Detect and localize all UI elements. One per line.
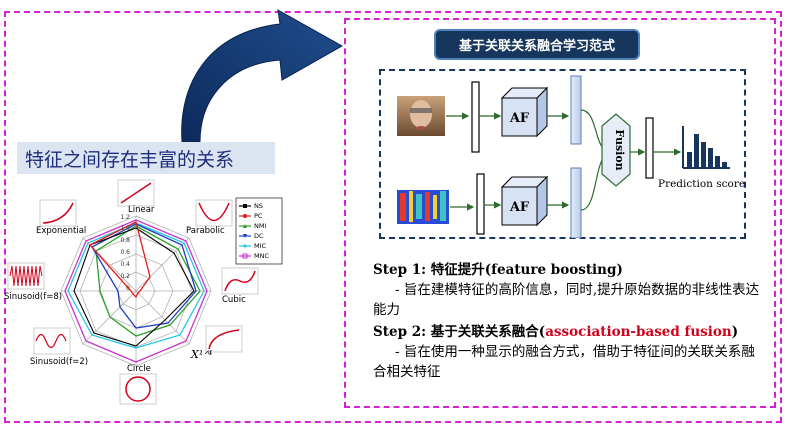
thumb-sinusoid-f8 bbox=[7, 262, 45, 290]
architecture-box bbox=[379, 69, 746, 239]
af-block-2: AF bbox=[500, 175, 549, 227]
svg-text:0.4: 0.4 bbox=[120, 261, 130, 268]
curved-arrow bbox=[181, 9, 344, 143]
architecture-diagram: AF AF Fusion Prediction score bbox=[397, 75, 745, 238]
svg-text:NS: NS bbox=[254, 202, 263, 210]
label-exponential: Exponential bbox=[36, 226, 86, 236]
svg-text:NMI: NMI bbox=[254, 222, 266, 230]
left-title: 特征之间存在丰富的关系 bbox=[17, 142, 275, 174]
thumb-exponential bbox=[39, 199, 77, 227]
svg-text:AF: AF bbox=[509, 200, 530, 215]
feature-bar-2 bbox=[476, 173, 485, 235]
series-mic bbox=[67, 222, 205, 349]
label-sinusoid-f2: Sinusoid(f=2) bbox=[30, 357, 88, 367]
svg-text:MNC: MNC bbox=[254, 252, 269, 260]
boosted-feature-2 bbox=[570, 167, 582, 238]
thumb-x14 bbox=[205, 325, 243, 353]
label-cubic: Cubic bbox=[222, 295, 246, 305]
thumb-circle bbox=[119, 373, 157, 405]
histogram-icon bbox=[682, 126, 730, 169]
fused-feature-bar bbox=[645, 117, 654, 179]
series-mnc bbox=[64, 219, 208, 363]
svg-text:PC: PC bbox=[254, 212, 263, 220]
step2-highlight: association-based fusion bbox=[545, 324, 732, 340]
svg-text:0.6: 0.6 bbox=[120, 249, 130, 256]
boosted-feature-1 bbox=[570, 75, 582, 145]
svg-text:MIC: MIC bbox=[254, 242, 267, 250]
step1-heading: Step 1: 特征提升(feature boosting) bbox=[373, 262, 623, 278]
radar-ticks: 1.2 1.0 0.8 0.6 0.4 0.2 0 bbox=[120, 214, 130, 292]
radar-chart: 1.2 1.0 0.8 0.6 0.4 0.2 0 Linear Parabol… bbox=[4, 179, 283, 405]
svg-text:0: 0 bbox=[126, 285, 130, 292]
prediction-label: Prediction score bbox=[658, 178, 745, 190]
steps-text: Step 1: 特征提升(feature boosting) - 旨在建模特征的… bbox=[373, 260, 768, 382]
outer-dashed-frame bbox=[4, 11, 782, 423]
thumb-cubic bbox=[221, 267, 259, 295]
series-ns bbox=[73, 227, 195, 347]
paradigm-title: 基于关联关系融合学习范式 bbox=[434, 29, 640, 60]
series-pc bbox=[88, 221, 151, 299]
step2-description: - 旨在使用一种显示的融合方式，借助于特征间的关联关系融合相关特征 bbox=[373, 344, 755, 380]
radar-grid bbox=[60, 215, 212, 367]
label-parabolic: Parabolic bbox=[186, 226, 225, 236]
svg-text:0.2: 0.2 bbox=[120, 273, 130, 280]
step1-description: - 旨在建模特征的高阶信息，同时,提升原始数据的非线性表达能力 bbox=[373, 282, 760, 318]
fusion-block: Fusion bbox=[601, 113, 631, 187]
label-circle: Circle bbox=[127, 364, 151, 374]
feature-bar-1 bbox=[471, 81, 480, 153]
label-x14: X¹ᐟ⁴ bbox=[190, 348, 212, 361]
inner-dashed-frame bbox=[344, 18, 776, 408]
svg-text:DC: DC bbox=[254, 232, 264, 240]
svg-text:1.0: 1.0 bbox=[120, 225, 130, 232]
svg-text:Fusion: Fusion bbox=[613, 129, 626, 170]
svg-text:1.2: 1.2 bbox=[120, 214, 130, 221]
af-block-1: AF bbox=[500, 86, 549, 138]
thumb-linear bbox=[117, 179, 155, 207]
svg-text:AF: AF bbox=[509, 111, 530, 126]
face-image bbox=[397, 96, 445, 136]
label-linear: Linear bbox=[128, 205, 155, 215]
step2-heading: Step 2: 基于关联关系融合(association-based fusio… bbox=[373, 324, 739, 340]
series-dc bbox=[91, 223, 197, 329]
series-nmi bbox=[95, 225, 201, 337]
svg-text:0.8: 0.8 bbox=[120, 237, 130, 244]
radar-legend: NS PC NMI DC MIC MNC bbox=[235, 197, 283, 265]
thumb-sinusoid-f2 bbox=[33, 327, 71, 355]
label-sinusoid-f8: Sinusoid(f=8) bbox=[4, 292, 62, 302]
spectrogram-image bbox=[397, 190, 449, 224]
thumb-parabolic bbox=[195, 199, 233, 227]
